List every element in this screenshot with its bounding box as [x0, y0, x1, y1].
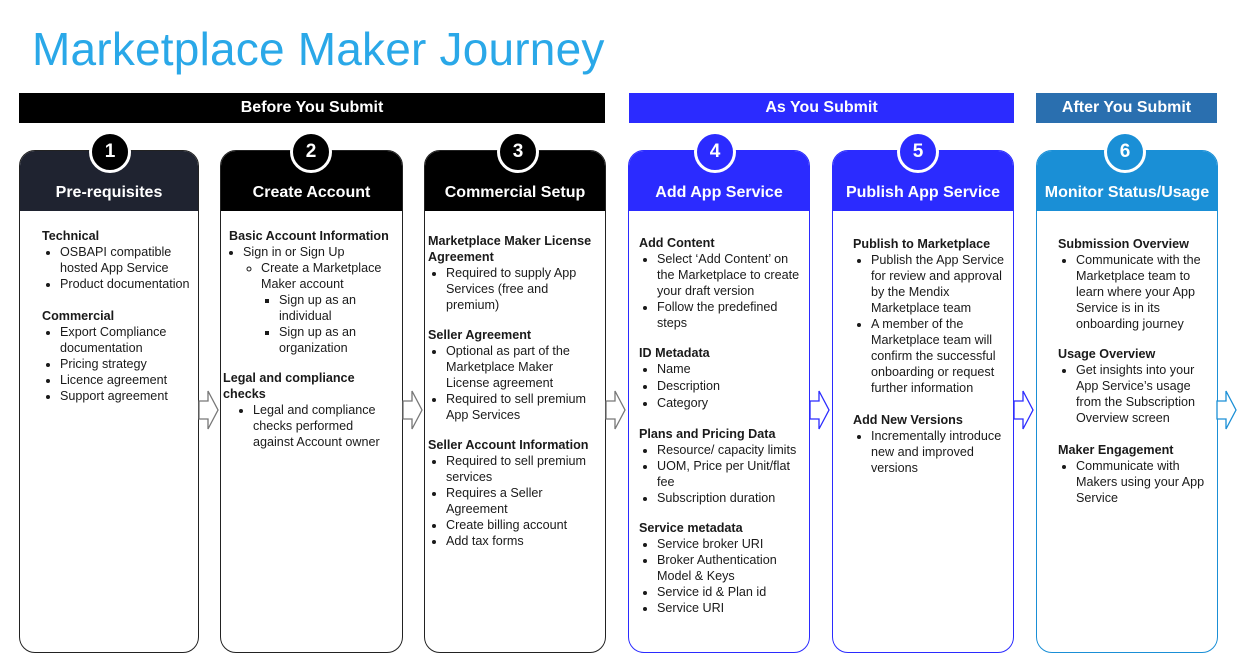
chevron-right-icon [1216, 390, 1237, 430]
step-3-title: Commercial Setup [425, 151, 605, 211]
section-heading: Plans and Pricing Data [639, 427, 776, 441]
list-item: Licence agreement [60, 372, 192, 388]
step-1-card: Pre-requisites Technical OSBAPI compatib… [19, 150, 199, 653]
list-item: Service URI [657, 600, 803, 616]
section-heading: ID Metadata [639, 346, 710, 360]
chevron-right-icon [402, 390, 423, 430]
section-heading: Add New Versions [853, 413, 963, 427]
step-4-card: Add App Service Add Content Select ‘Add … [628, 150, 810, 653]
list-item: Incrementally introduce new and improved… [871, 428, 1007, 476]
list-item: Required to supply App Services (free an… [446, 265, 599, 313]
step-2-number: 2 [290, 131, 332, 173]
list-item: Sign in or Sign Up [243, 244, 396, 260]
list-item: Get insights into your App Service’s usa… [1076, 362, 1211, 426]
list-item: A member of the Marketplace team will co… [871, 316, 1007, 396]
section-heading: Basic Account Information [229, 229, 389, 243]
section-heading: Marketplace Maker License Agreement [428, 234, 592, 264]
list-item: Broker Authentication Model & Keys [657, 552, 803, 584]
section-heading: Add Content [639, 236, 715, 250]
list-item: Add tax forms [446, 533, 599, 549]
section-heading: Service metadata [639, 521, 743, 535]
chevron-right-icon [605, 390, 626, 430]
section-heading: Seller Account Information [428, 438, 589, 452]
list-item: Required to sell premium App Services [446, 391, 599, 423]
step-6-number: 6 [1104, 131, 1146, 173]
list-item: Subscription duration [657, 490, 803, 506]
list-item: Create billing account [446, 517, 599, 533]
section-heading: Publish to Marketplace [853, 237, 991, 251]
page-title: Marketplace Maker Journey [32, 23, 605, 75]
list-item: Requires a Seller Agreement [446, 485, 599, 517]
list-item: OSBAPI compatible hosted App Service [60, 244, 192, 276]
chevron-right-icon [198, 390, 219, 430]
list-item: Communicate with the Marketplace team to… [1076, 252, 1211, 332]
list-item: Export Compliance documentation [60, 324, 192, 356]
list-item: Support agreement [60, 388, 192, 404]
list-item: Legal and compliance checks performed ag… [253, 402, 396, 450]
list-item: UOM, Price per Unit/flat fee [657, 458, 803, 490]
list-item: Required to sell premium services [446, 453, 599, 485]
phase-before-bar: Before You Submit [19, 93, 605, 123]
section-heading: Technical [42, 229, 100, 243]
phase-as-bar: As You Submit [629, 93, 1014, 123]
section-heading: Seller Agreement [428, 328, 532, 342]
list-item: Publish the App Service for review and a… [871, 252, 1007, 316]
step-4-title: Add App Service [629, 151, 809, 211]
list-item: Service broker URI [657, 536, 803, 552]
list-item: Follow the predefined steps [657, 299, 803, 331]
step-4-number: 4 [694, 131, 736, 173]
step-5-number: 5 [897, 131, 939, 173]
step-2-card: Create Account Basic Account Information… [220, 150, 403, 653]
list-item: Service id & Plan id [657, 584, 803, 600]
list-item: Name [657, 361, 803, 378]
step-5-title: Publish App Service [833, 151, 1013, 211]
section-heading: Submission Overview [1058, 237, 1189, 251]
list-item: Category [657, 395, 803, 412]
section-heading: Legal and compliance checks [223, 371, 355, 401]
list-item: Create a Marketplace Maker account [261, 260, 396, 292]
list-item: Resource/ capacity limits [657, 442, 803, 458]
list-item: Description [657, 378, 803, 395]
step-5-card: Publish App Service Publish to Marketpla… [832, 150, 1014, 653]
section-heading: Commercial [42, 309, 115, 323]
chevron-right-icon [1013, 390, 1034, 430]
list-item: Optional as part of the Marketplace Make… [446, 343, 599, 391]
list-item: Sign up as an organization [279, 324, 396, 356]
section-heading: Maker Engagement [1058, 443, 1174, 457]
step-1-number: 1 [89, 131, 131, 173]
list-item: Select ‘Add Content’ on the Marketplace … [657, 251, 803, 299]
step-3-number: 3 [497, 131, 539, 173]
section-heading: Usage Overview [1058, 347, 1156, 361]
chevron-right-icon [809, 390, 830, 430]
list-item: Communicate with Makers using your App S… [1076, 458, 1211, 506]
list-item: Pricing strategy [60, 356, 192, 372]
list-item: Product documentation [60, 276, 192, 292]
phase-after-bar: After You Submit [1036, 93, 1217, 123]
list-item: Sign up as an individual [279, 292, 396, 324]
step-6-card: Monitor Status/Usage Submission Overview… [1036, 150, 1218, 653]
step-3-card: Commercial Setup Marketplace Maker Licen… [424, 150, 606, 653]
